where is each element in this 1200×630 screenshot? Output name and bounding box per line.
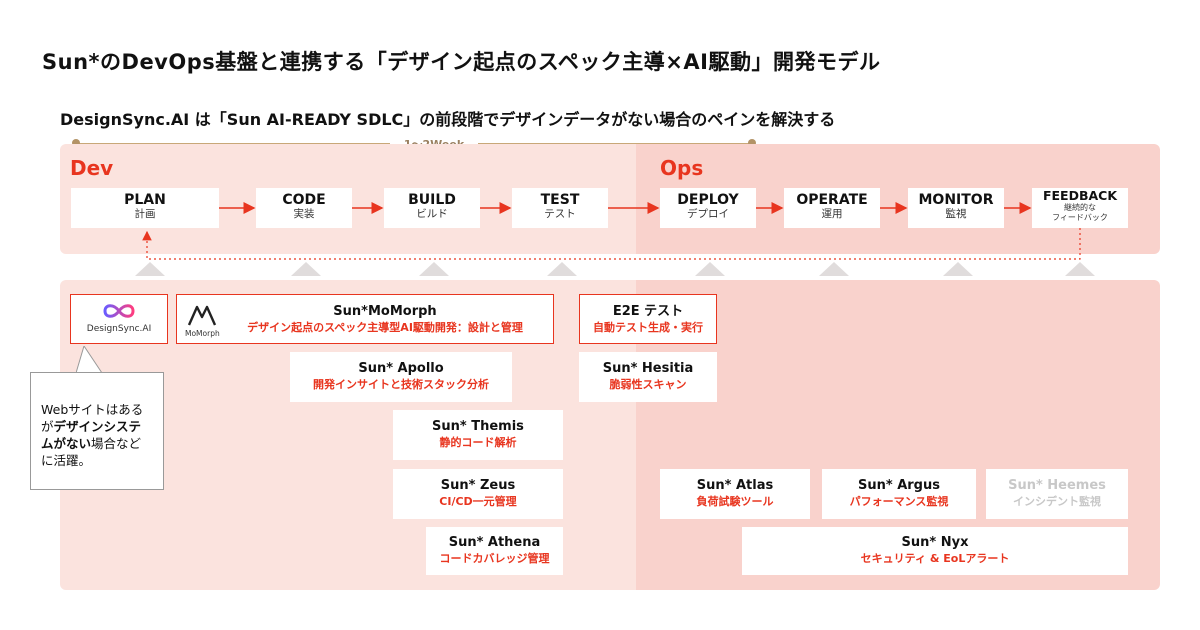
phase-feedback-sub2: フィードバック [1052,213,1108,222]
callout-line-2: がデザインシステ [41,419,142,434]
phase-test-sub: テスト [544,208,576,220]
phase-operate-sub: 運用 [821,208,843,220]
tool-apollo: Sun* Apollo 開発インサイトと技術スタック分析 [290,352,512,402]
phase-monitor-sub: 監視 [945,208,967,220]
tool-themis-desc: 静的コード解析 [439,436,517,449]
phase-feedback-sub1: 継続的な [1064,203,1096,212]
phase-deploy-title: DEPLOY [677,192,739,208]
connector-triangle-deploy [695,262,725,276]
phase-plan-sub: 計画 [134,208,156,220]
dev-label: Dev [70,156,114,180]
connector-triangle-monitor [943,262,973,276]
phase-operate: OPERATE 運用 [784,188,880,228]
tool-hesitia: Sun* Hesitia 脆弱性スキャン [579,352,717,402]
tool-athena-desc: コードカバレッジ管理 [439,552,550,565]
tool-e2e-test: E2E テスト 自動テスト生成・実行 [579,294,717,344]
page-title: Sun*のDevOps基盤と連携する「デザイン起点のスペック主導×AI駆動」開発… [42,50,881,74]
tool-argus-name: Sun* Argus [858,478,940,493]
callout-line-3: ムがない場合など [41,436,142,451]
designsync-callout: Webサイトはある がデザインシステ ムがない場合など に活躍。 [30,372,164,490]
callout-line-1: Webサイトはある [41,402,144,417]
tool-momorph-desc: デザイン起点のスペック主導型AI駆動開発：設計と管理 [247,321,523,334]
designsync-card: DesignSync.AI [70,294,168,344]
tool-nyx-name: Sun* Nyx [901,535,969,550]
connector-triangle-build [419,262,449,276]
phase-test: TEST テスト [512,188,608,228]
connector-triangle-plan [135,262,165,276]
tool-e2e-name: E2E テスト [612,304,684,319]
timeline-start-dot [72,139,80,147]
phase-monitor-title: MONITOR [918,192,994,208]
tool-atlas: Sun* Atlas 負荷試験ツール [660,469,810,519]
tool-zeus: Sun* Zeus CI/CD一元管理 [393,469,563,519]
phase-code: CODE 実装 [256,188,352,228]
tool-momorph: MoMorph Sun*MoMorph デザイン起点のスペック主導型AI駆動開発… [176,294,554,344]
tool-hesitia-desc: 脆弱性スキャン [609,378,687,391]
phase-test-title: TEST [540,192,580,208]
timeline-end-dot [748,139,756,147]
phase-operate-title: OPERATE [796,192,868,208]
phase-plan-title: PLAN [124,192,166,208]
tool-heemes-name: Sun* Heemes [1008,478,1106,493]
ops-label: Ops [660,156,704,180]
tool-zeus-name: Sun* Zeus [440,478,516,493]
tool-athena: Sun* Athena コードカバレッジ管理 [426,527,563,575]
tool-apollo-name: Sun* Apollo [358,361,444,376]
callout-pointer [76,346,103,374]
feedback-loop-line [142,228,1081,260]
momorph-logo-text: MoMorph [185,329,220,338]
connector-triangle-operate [819,262,849,276]
tool-heemes: Sun* Heemes インシデント監視 [986,469,1128,519]
tool-heemes-desc: インシデント監視 [1013,495,1101,508]
phase-feedback-title: FEEDBACK [1042,188,1118,203]
connector-triangle-feedback [1065,262,1095,276]
connector-triangle-test [547,262,577,276]
tool-themis-name: Sun* Themis [432,419,524,434]
designsync-infinity-icon [103,304,135,318]
phase-code-sub: 実装 [293,208,315,220]
phase-feedback: FEEDBACK 継続的な フィードバック [1032,188,1128,228]
phase-deploy: DEPLOY デプロイ [660,188,756,228]
phase-plan: PLAN 計画 [71,188,219,228]
tool-apollo-desc: 開発インサイトと技術スタック分析 [313,378,489,391]
callout-line-4: に活躍。 [41,453,92,468]
tool-zeus-desc: CI/CD一元管理 [439,495,517,508]
phase-monitor: MONITOR 監視 [908,188,1004,228]
phase-build-sub: ビルド [416,208,448,220]
tool-atlas-name: Sun* Atlas [696,478,774,493]
tool-e2e-desc: 自動テスト生成・実行 [593,321,703,334]
tool-nyx-desc: セキュリティ & EoLアラート [860,552,1010,565]
tool-athena-name: Sun* Athena [448,535,541,550]
momorph-logo-icon [187,305,217,326]
connector-triangle-code [291,262,321,276]
page-subtitle: DesignSync.AI は「Sun AI-READY SDLC」の前段階でデ… [60,110,836,129]
tool-argus: Sun* Argus パフォーマンス監視 [822,469,976,519]
phase-build: BUILD ビルド [384,188,480,228]
tool-momorph-name: Sun*MoMorph [333,304,437,319]
phase-deploy-sub: デプロイ [687,208,729,220]
phase-build-title: BUILD [408,192,456,208]
tool-atlas-desc: 負荷試験ツール [696,495,774,508]
designsync-logo-text: DesignSync.AI [86,324,152,334]
tool-themis: Sun* Themis 静的コード解析 [393,410,563,460]
tool-nyx: Sun* Nyx セキュリティ & EoLアラート [742,527,1128,575]
tool-hesitia-name: Sun* Hesitia [602,361,694,376]
tool-argus-desc: パフォーマンス監視 [849,495,949,508]
phase-code-title: CODE [282,192,326,208]
